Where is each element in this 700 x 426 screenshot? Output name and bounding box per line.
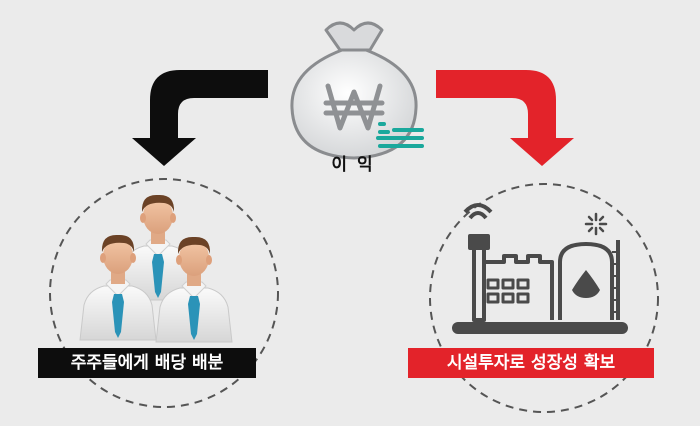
right-dashed-circle xyxy=(429,183,659,413)
factory-icon xyxy=(452,203,628,334)
shareholders-icon xyxy=(79,194,233,343)
left-arrow xyxy=(132,70,268,166)
right-arrow xyxy=(436,70,574,166)
left-dashed-circle xyxy=(49,178,279,408)
dividend-label: 주주들에게 배당 배분 xyxy=(38,348,256,378)
investment-label: 시설투자로 성장성 확보 xyxy=(408,348,654,378)
profit-label: 이 익 xyxy=(331,155,375,175)
money-bag-icon xyxy=(290,21,424,160)
